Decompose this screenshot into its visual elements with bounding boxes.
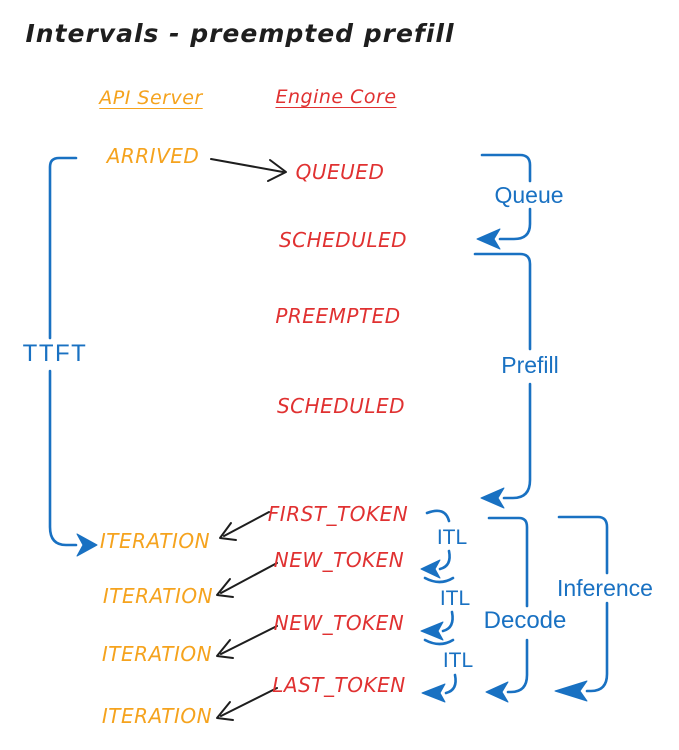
event-scheduled-1: SCHEDULED xyxy=(278,228,408,252)
column-header-api-server: API Server xyxy=(99,87,203,109)
ttft-bracket-top xyxy=(48,156,78,340)
arrow-line xyxy=(220,625,278,655)
inference-bracket-bottom xyxy=(585,601,609,693)
queue-bracket xyxy=(476,153,532,250)
prefill-bracket-top xyxy=(473,252,532,351)
arrow-line xyxy=(220,687,278,717)
itl2-tail xyxy=(423,638,455,646)
interval-label-itl-3: ITL xyxy=(442,649,474,672)
decode-bracket-top xyxy=(487,516,529,608)
inference-bracket xyxy=(554,515,609,702)
interval-label-itl-1: ITL xyxy=(436,526,468,549)
itl-bracket-2 xyxy=(420,610,455,646)
arrowhead-icon xyxy=(219,522,237,541)
itl3-arrowhead-icon xyxy=(421,683,446,703)
interval-label-itl-2: ITL xyxy=(439,587,471,610)
interval-label-inference: Inference xyxy=(557,575,653,601)
queue-bracket-bottom xyxy=(498,207,532,241)
interval-label-prefill: Prefill xyxy=(501,352,559,378)
decode-arrowhead-icon xyxy=(485,681,509,703)
event-arrived: ARRIVED xyxy=(106,144,200,168)
itl1-tail xyxy=(423,576,455,584)
arrow-new-token2-to-iteration xyxy=(216,625,278,659)
event-iteration-1: ITERATION xyxy=(99,529,211,553)
arrowhead-icon xyxy=(216,701,234,721)
interval-label-ttft: TTFT xyxy=(22,340,88,367)
itl-bracket-1 xyxy=(420,509,455,584)
event-first-token: FIRST_TOKEN xyxy=(267,502,409,526)
column-header-engine-core: Engine Core xyxy=(275,86,397,108)
prefill-arrowhead-icon xyxy=(480,487,505,509)
queue-bracket-top xyxy=(480,153,532,183)
arrow-last-token-to-iteration xyxy=(216,687,278,721)
interval-label-queue: Queue xyxy=(494,182,564,208)
event-scheduled-2: SCHEDULED xyxy=(276,394,406,418)
inference-arrowhead-icon xyxy=(554,680,588,702)
itl2-arrow-line xyxy=(441,610,454,633)
ttft-arrowhead-icon xyxy=(76,533,98,557)
arrowhead-icon xyxy=(267,159,287,182)
itl-bracket-3 xyxy=(421,673,457,703)
queue-arrowhead-icon xyxy=(476,228,501,250)
arrow-line xyxy=(220,562,278,594)
arrow-first-token-to-iteration xyxy=(219,511,270,541)
prefill-bracket xyxy=(473,252,532,509)
itl1-arrowhead-icon xyxy=(420,559,441,579)
page-title: Intervals - preempted prefill xyxy=(25,19,455,48)
decode-bracket xyxy=(485,516,529,703)
itl1-arrow-line xyxy=(438,549,451,571)
event-last-token: LAST_TOKEN xyxy=(272,673,406,697)
arrowhead-icon xyxy=(216,578,234,598)
event-new-token-1: NEW_TOKEN xyxy=(273,548,405,572)
decode-bracket-bottom xyxy=(506,638,529,694)
itl1-bracket-top xyxy=(425,509,451,523)
interval-label-decode: Decode xyxy=(483,607,567,634)
itl2-arrowhead-icon xyxy=(420,621,444,641)
ttft-bracket xyxy=(48,156,98,557)
arrowhead-icon xyxy=(216,639,234,659)
arrow-line xyxy=(210,158,284,173)
itl3-arrow-line xyxy=(444,673,457,695)
inference-bracket-top xyxy=(557,515,609,575)
event-preempted: PREEMPTED xyxy=(275,304,401,328)
prefill-bracket-bottom xyxy=(502,382,532,500)
event-iteration-4: ITERATION xyxy=(101,704,213,728)
event-iteration-2: ITERATION xyxy=(102,584,214,608)
ttft-bracket-bottom xyxy=(48,369,78,547)
event-new-token-2: NEW_TOKEN xyxy=(273,611,405,635)
arrow-new-token1-to-iteration xyxy=(216,562,278,598)
arrow-line xyxy=(223,511,270,537)
event-queued: QUEUED xyxy=(295,160,385,184)
arrow-arrived-to-queued xyxy=(210,158,287,182)
event-iteration-3: ITERATION xyxy=(101,642,213,666)
